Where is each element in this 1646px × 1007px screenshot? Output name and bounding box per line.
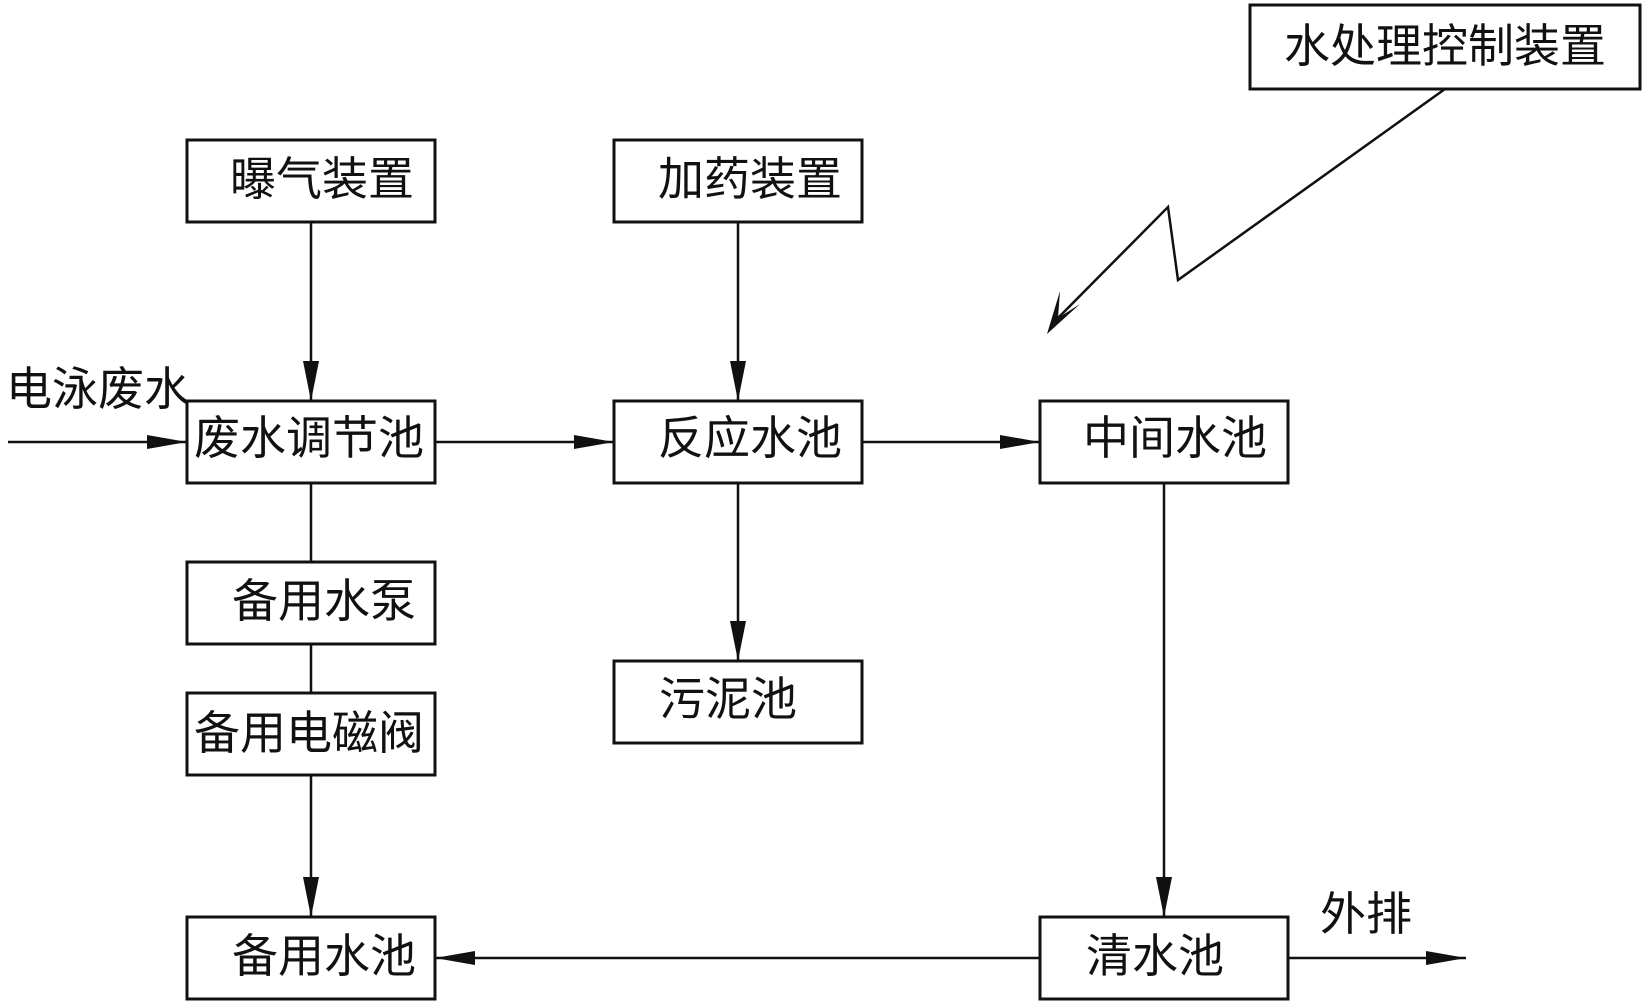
reaction-tank-node: 反应水池 <box>612 399 864 485</box>
backup-tank-label: 备用水池 <box>232 929 416 983</box>
aeration-device-box <box>185 138 437 224</box>
intermediate-tank-label: 中间水池 <box>1083 411 1267 465</box>
control-device-box <box>1248 3 1642 91</box>
outflow-label: 外排 <box>1320 887 1412 941</box>
control-device-node: 水处理控制装置 <box>1248 3 1642 91</box>
sludge-tank-label: 污泥池 <box>659 672 797 726</box>
control-signal-link <box>1057 87 1446 319</box>
regulating-tank-label: 废水调节池 <box>194 411 424 465</box>
clear-tank-node: 清水池 <box>1038 915 1290 1001</box>
inflow-label: 电泳废水 <box>6 362 190 416</box>
clear-tank-label: 清水池 <box>1086 929 1224 983</box>
regulating-tank-node: 废水调节池 <box>185 399 437 485</box>
reaction-tank-label: 反应水池 <box>658 411 842 465</box>
sludge-tank-node: 污泥池 <box>612 659 864 745</box>
backup-pump-label: 备用水泵 <box>232 574 416 628</box>
dosing-device-node: 加药装置 <box>612 138 864 224</box>
backup-tank-node: 备用水池 <box>185 915 437 1001</box>
sludge-tank-box <box>612 659 864 745</box>
backup-tank-box <box>185 915 437 1001</box>
control-device-label: 水处理控制装置 <box>1284 19 1606 73</box>
control-signal-arrowhead <box>1047 291 1080 334</box>
backup-pump-node: 备用水泵 <box>185 560 437 646</box>
backup-valve-box <box>185 691 437 777</box>
aeration-device-node: 曝气装置 <box>185 138 437 224</box>
aeration-device-label: 曝气装置 <box>230 152 414 206</box>
backup-valve-label: 备用电磁阀 <box>194 706 424 760</box>
dosing-device-label: 加药装置 <box>658 152 842 206</box>
intermediate-tank-node: 中间水池 <box>1038 399 1290 485</box>
backup-valve-node: 备用电磁阀 <box>185 691 437 777</box>
